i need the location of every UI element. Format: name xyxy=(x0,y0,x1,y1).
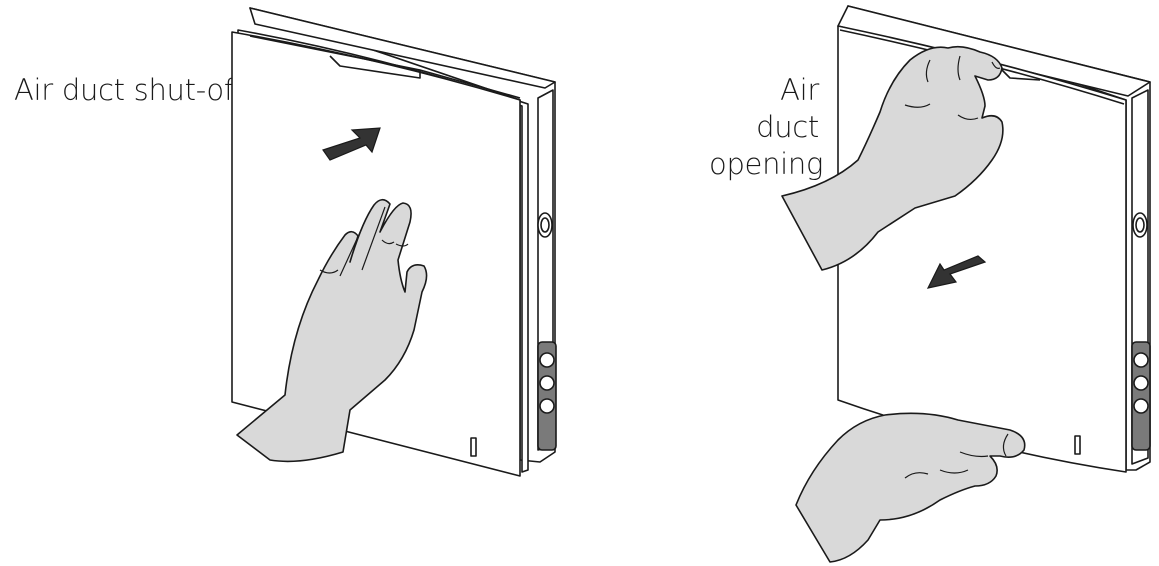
device-right-button-2 xyxy=(1133,375,1149,391)
device-right-housing-top xyxy=(837,5,1151,97)
device-right-button-strip xyxy=(1131,341,1151,451)
device-left-knob-inner xyxy=(540,217,550,233)
device-right-indicator xyxy=(1074,435,1081,455)
flat-hand-pushing-icon xyxy=(236,198,428,463)
device-right-knob-inner xyxy=(1135,217,1145,233)
device-right-button-3 xyxy=(1133,398,1149,414)
device-left-button-2 xyxy=(539,375,555,391)
arrow-down-left-icon xyxy=(926,255,987,289)
arrow-up-right-icon xyxy=(322,127,381,161)
device-left-button-strip xyxy=(537,341,557,451)
right-bottom-hand-finger-lines xyxy=(904,433,1009,479)
hand-holding-bottom-icon xyxy=(795,412,1026,563)
device-right-button-1 xyxy=(1133,352,1149,368)
device-left-button-1 xyxy=(539,352,555,368)
device-left-slot-notch xyxy=(329,55,421,79)
hand-pulling-lid-icon xyxy=(781,45,1004,271)
left-hand-finger-lines xyxy=(319,206,409,277)
device-left-button-3 xyxy=(539,398,555,414)
device-right-slot-notch xyxy=(999,67,1041,81)
air-duct-shutoff-label: Air duct shut-off xyxy=(14,73,244,107)
air-duct-opening-line2: opening xyxy=(709,147,824,181)
right-top-hand-finger-lines xyxy=(904,55,1001,121)
device-left-housing-top xyxy=(249,7,556,89)
air-duct-opening-line1: Air duct xyxy=(756,73,819,144)
air-duct-opening-label: Air duct opening xyxy=(709,72,824,183)
device-left-indicator xyxy=(470,437,477,457)
